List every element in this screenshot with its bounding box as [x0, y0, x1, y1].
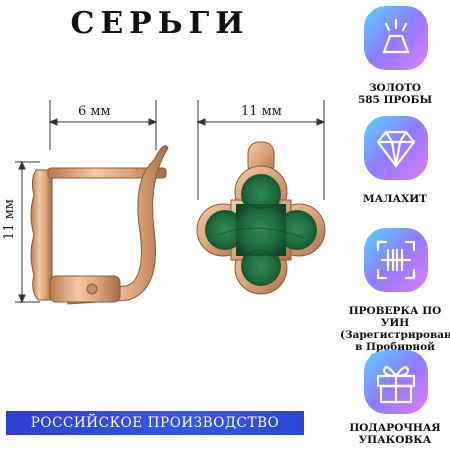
dimension-lines — [15, 100, 326, 304]
feature-badge-stone — [364, 116, 428, 180]
height-label: 11 мм — [2, 199, 17, 240]
earring-side-view — [30, 145, 169, 305]
hook-width-label: 6 мм — [78, 104, 111, 119]
diamond-icon — [376, 130, 416, 168]
feature-gift-text: ПОДАРОЧНАЯ УПАКОВКА — [349, 422, 441, 446]
feature-badge-gold — [364, 6, 428, 70]
banner-text: РОССИЙСКОЕ ПРОИЗВОДСТВО — [30, 415, 280, 431]
front-width-label: 11 мм — [241, 104, 282, 119]
page-title: СЕРЬГИ — [70, 6, 250, 41]
barcode-scan-icon — [376, 240, 416, 280]
feature-badge-gift — [364, 350, 428, 414]
feature-uin-text: ПРОВЕРКА ПО УИН (Зарегистрирован в Проби… — [340, 305, 450, 365]
earring-front-view — [196, 141, 326, 295]
feature-stone-text: МАЛАХИТ — [363, 193, 427, 205]
feature-column: ЗОЛОТО 585 ПРОБЫ МАЛАХИТ — [340, 0, 450, 450]
gift-icon — [376, 366, 416, 404]
gold-bar-icon — [382, 18, 410, 54]
feature-gold-text: ЗОЛОТО 585 ПРОБЫ — [357, 82, 433, 106]
feature-badge-uin — [364, 228, 428, 292]
made-in-russia-banner: РОССИЙСКОЕ ПРОИЗВОДСТВО — [6, 411, 304, 435]
